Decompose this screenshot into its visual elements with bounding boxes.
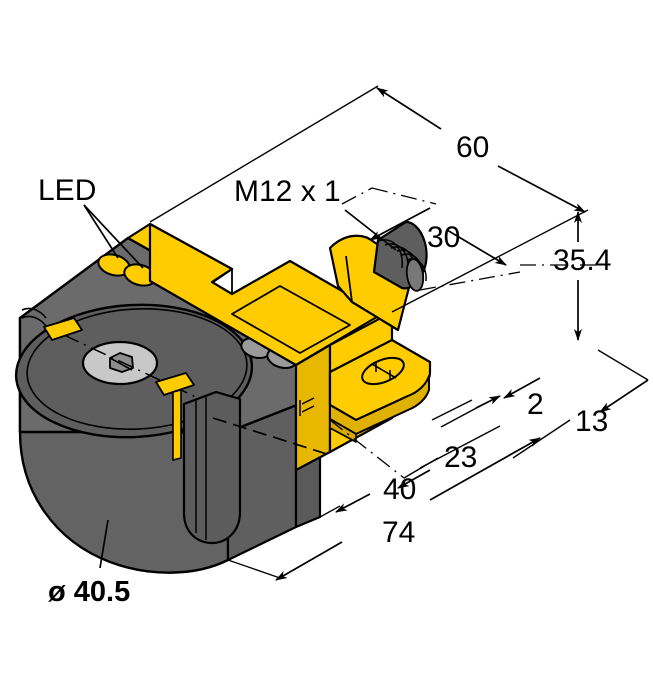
dim-label-60: 60 <box>456 131 490 164</box>
dim-line-13 <box>512 349 649 459</box>
hidden-detail-marks <box>299 397 315 416</box>
dim-label-74: 74 <box>382 516 416 549</box>
rear-boss <box>182 390 242 545</box>
dim-line-2 <box>431 377 541 428</box>
sensor-assembly <box>14 220 432 574</box>
led-leader-2 <box>83 204 144 269</box>
dim-label-35-4: 35.4 <box>553 244 612 277</box>
callout-led: LED <box>38 174 97 207</box>
dim-label-2: 2 <box>527 388 544 421</box>
dim-label-13: 13 <box>575 405 609 438</box>
m12-connector <box>372 220 428 292</box>
callout-leader-lines <box>83 204 397 569</box>
disc-position-marker-upper <box>43 317 83 341</box>
callout-m12-thread: M12 x 1 <box>234 175 341 208</box>
dim-line-74 <box>227 437 541 581</box>
dim-line-40 <box>319 425 501 518</box>
dim-label-30: 30 <box>427 221 461 254</box>
m12-leader <box>344 209 397 251</box>
alignment-stripe <box>172 389 182 461</box>
led-leader-1 <box>83 204 119 259</box>
dim-line-60 <box>149 85 589 313</box>
mounting-bracket <box>328 338 432 435</box>
dimension-lines <box>149 85 649 581</box>
disc-center-hub <box>81 340 159 386</box>
dim-label-23: 23 <box>444 441 478 474</box>
callout-diameter: ø 40.5 <box>48 576 131 608</box>
top-edge-detail <box>21 307 47 327</box>
dim-label-40: 40 <box>383 473 417 506</box>
dim-line-35-4 <box>520 211 600 341</box>
disc-position-marker-lower <box>155 372 195 396</box>
diameter-leader <box>99 519 109 569</box>
dim-line-30 <box>341 187 521 291</box>
